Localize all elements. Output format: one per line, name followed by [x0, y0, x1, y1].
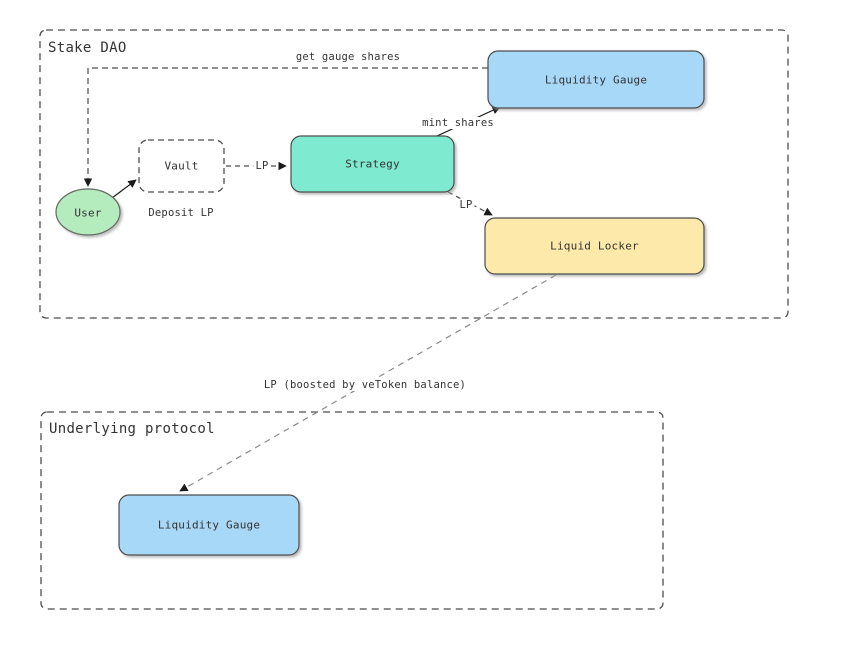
- group-title-underlying-protocol: Underlying protocol: [49, 421, 215, 437]
- edge-label-get-gauge-shares: get gauge shares: [293, 51, 403, 63]
- edge-gauge-to-user: [83, 67, 488, 187]
- node-user[interactable]: [55, 188, 121, 236]
- node-vault[interactable]: [138, 139, 225, 193]
- edge-label-vault-lp: LP: [253, 160, 271, 172]
- edge-user-to-vault: [111, 179, 137, 199]
- edge-label-mint-shares: mint shares: [420, 117, 496, 129]
- node-liquidity-gauge-top[interactable]: [487, 50, 705, 109]
- edge-label-lp-boosted: LP (boosted by veToken balance): [261, 379, 469, 391]
- node-strategy[interactable]: [290, 135, 455, 193]
- group-underlying-protocol: [40, 411, 664, 610]
- edge-label-locker-lp: LP: [457, 199, 475, 211]
- node-liquidity-gauge-bottom[interactable]: [118, 494, 300, 556]
- edge-label-deposit-lp: Deposit LP: [146, 207, 216, 219]
- group-title-stake-dao: Stake DAO: [48, 40, 127, 56]
- node-liquid-locker[interactable]: [484, 217, 705, 275]
- group-stake-dao: [39, 29, 789, 319]
